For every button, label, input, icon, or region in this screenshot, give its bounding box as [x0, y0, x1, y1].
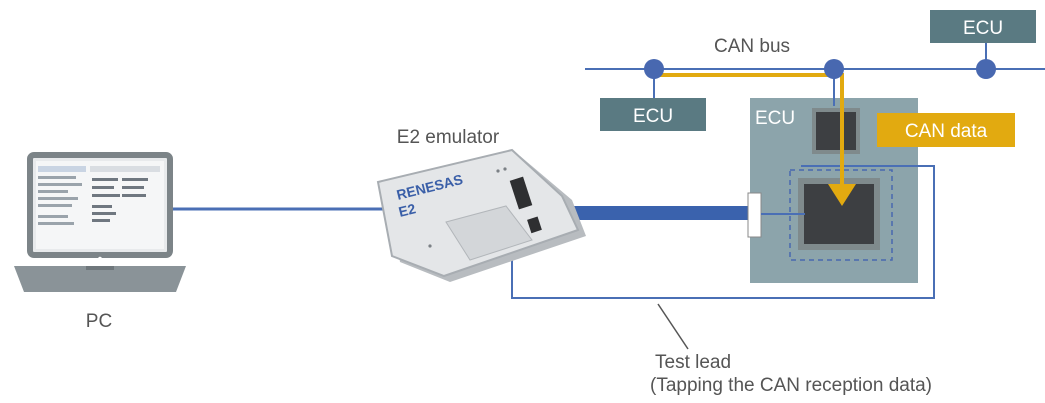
can-transceiver-chip: [812, 108, 860, 154]
can-data-arrowhead: [828, 184, 856, 206]
can-data-box: [877, 113, 1015, 147]
test-lead-line: [511, 165, 935, 299]
ecu-left-box: [600, 98, 706, 131]
test-lead-description: (Tapping the CAN reception data): [650, 375, 932, 396]
ecu-left-label: ECU: [633, 106, 673, 127]
can-bus-node-left: [644, 59, 664, 79]
can-bus-label: CAN bus: [714, 36, 790, 57]
ecu-target-label: ECU: [755, 108, 795, 129]
mcu-dashed-boundary: [789, 169, 893, 261]
can-data-label: CAN data: [905, 121, 988, 142]
emulator-model-text: E2: [397, 200, 418, 220]
e2-emulator-device-icon: [376, 148, 586, 282]
test-lead-callout-line: [657, 303, 689, 350]
ecu-debug-connector: [747, 192, 762, 238]
test-lead-label: Test lead: [655, 352, 731, 373]
microcontroller-chip-icon: [798, 178, 880, 250]
e2-emulator-label: E2 emulator: [397, 127, 500, 148]
can-bus-node-right: [976, 59, 996, 79]
can-bus-node-middle: [824, 59, 844, 79]
pc-label: PC: [86, 311, 112, 332]
emulator-ecu-cable: [565, 206, 755, 220]
ecu-top-right-box: [930, 10, 1036, 43]
laptop-icon: [14, 152, 186, 292]
ecu-top-right-label: ECU: [963, 18, 1003, 39]
